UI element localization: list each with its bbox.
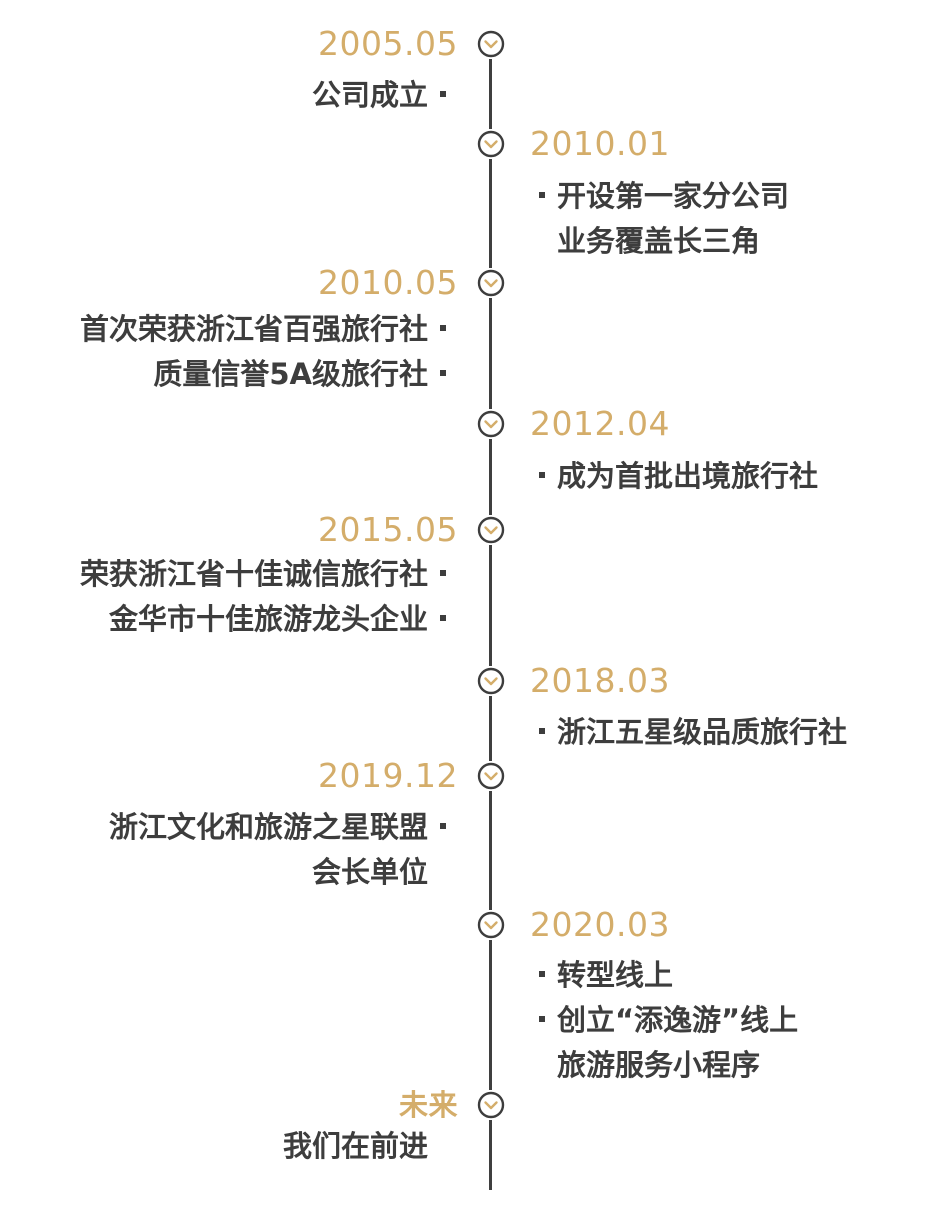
timeline-date: 2018.03 bbox=[530, 661, 670, 700]
timeline-description-line: 浙江五星级品质旅行社 bbox=[527, 710, 847, 755]
timeline-description: 首次荣获浙江省百强旅行社质量信誉5A级旅行社 bbox=[80, 307, 458, 397]
timeline-date: 2019.12 bbox=[318, 756, 458, 795]
timeline-node-icon bbox=[476, 666, 506, 696]
timeline-node-icon bbox=[476, 761, 506, 791]
timeline-node-icon bbox=[476, 409, 506, 439]
bullet-dot-icon bbox=[539, 728, 545, 734]
timeline-node-icon bbox=[476, 268, 506, 298]
timeline-description-text: 转型线上 bbox=[557, 958, 674, 992]
timeline-description: 转型线上创立“添逸游”线上旅游服务小程序 bbox=[527, 953, 798, 1088]
timeline-description-text: 浙江五星级品质旅行社 bbox=[557, 715, 848, 749]
timeline-description-line: 荣获浙江省十佳诚信旅行社 bbox=[80, 552, 458, 597]
timeline-description-text: 旅游服务小程序 bbox=[557, 1048, 761, 1082]
timeline-description-text: 业务覆盖长三角 bbox=[557, 224, 761, 258]
timeline-date: 2005.05 bbox=[318, 24, 458, 63]
bullet-dot-icon bbox=[539, 192, 545, 198]
timeline-description-text: 质量信誉5A级旅行社 bbox=[153, 357, 428, 391]
timeline-date: 2015.05 bbox=[318, 510, 458, 549]
timeline-date: 2020.03 bbox=[530, 905, 670, 944]
timeline-description-line: 首次荣获浙江省百强旅行社 bbox=[80, 307, 458, 352]
timeline-description: 我们在前进 bbox=[283, 1124, 458, 1169]
timeline-description-line: 质量信誉5A级旅行社 bbox=[80, 352, 458, 397]
timeline-description-text: 成为首批出境旅行社 bbox=[557, 459, 819, 493]
timeline-description: 公司成立 bbox=[312, 73, 458, 118]
timeline-description-line: 公司成立 bbox=[312, 73, 458, 118]
bullet-dot-icon bbox=[539, 1016, 545, 1022]
timeline-date: 2010.05 bbox=[318, 263, 458, 302]
timeline-description-line: 浙江文化和旅游之星联盟 bbox=[109, 805, 458, 850]
timeline-node-icon bbox=[476, 1090, 506, 1120]
timeline-node-icon bbox=[476, 129, 506, 159]
timeline-node-icon bbox=[476, 29, 506, 59]
timeline-description: 开设第一家分公司业务覆盖长三角 bbox=[527, 174, 789, 264]
bullet-dot-icon bbox=[539, 472, 545, 478]
timeline-description-text: 公司成立 bbox=[311, 78, 428, 112]
timeline-description-line: 转型线上 bbox=[527, 953, 798, 998]
timeline-description: 浙江文化和旅游之星联盟会长单位 bbox=[109, 805, 458, 895]
timeline-description-text: 我们在前进 bbox=[282, 1129, 428, 1163]
timeline-description-text: 首次荣获浙江省百强旅行社 bbox=[79, 312, 428, 346]
timeline-description-text: 荣获浙江省十佳诚信旅行社 bbox=[79, 557, 428, 591]
bullet-dot-icon bbox=[440, 823, 446, 829]
timeline-description-line: 会长单位 bbox=[109, 850, 458, 895]
timeline-axis-line bbox=[489, 40, 492, 1190]
timeline-description-text: 金华市十佳旅游龙头企业 bbox=[108, 602, 428, 636]
timeline-node-icon bbox=[476, 515, 506, 545]
bullet-dot-icon bbox=[440, 91, 446, 97]
bullet-dot-icon bbox=[440, 615, 446, 621]
timeline-description-text: 开设第一家分公司 bbox=[557, 179, 790, 213]
bullet-dot-icon bbox=[539, 971, 545, 977]
timeline-date: 2010.01 bbox=[530, 124, 670, 163]
bullet-dot-icon bbox=[440, 325, 446, 331]
timeline-description-line: 我们在前进 bbox=[283, 1124, 458, 1169]
timeline-description: 成为首批出境旅行社 bbox=[527, 454, 818, 499]
timeline-description-line: 金华市十佳旅游龙头企业 bbox=[80, 597, 458, 642]
timeline-date: 2012.04 bbox=[530, 404, 670, 443]
timeline-description: 浙江五星级品质旅行社 bbox=[527, 710, 847, 755]
timeline-description-line: 旅游服务小程序 bbox=[527, 1043, 798, 1088]
timeline-description-line: 创立“添逸游”线上 bbox=[527, 998, 798, 1043]
timeline-node-icon bbox=[476, 910, 506, 940]
timeline-description-line: 业务覆盖长三角 bbox=[527, 219, 789, 264]
timeline-description-line: 成为首批出境旅行社 bbox=[527, 454, 818, 499]
timeline-description-text: 创立“添逸游”线上 bbox=[557, 1003, 799, 1037]
timeline-description: 荣获浙江省十佳诚信旅行社金华市十佳旅游龙头企业 bbox=[80, 552, 458, 642]
bullet-dot-icon bbox=[440, 370, 446, 376]
timeline-description-line: 开设第一家分公司 bbox=[527, 174, 789, 219]
timeline-description-text: 会长单位 bbox=[311, 855, 428, 889]
timeline-description-text: 浙江文化和旅游之星联盟 bbox=[108, 810, 428, 844]
bullet-dot-icon bbox=[440, 570, 446, 576]
timeline-date: 未来 bbox=[398, 1088, 458, 1122]
